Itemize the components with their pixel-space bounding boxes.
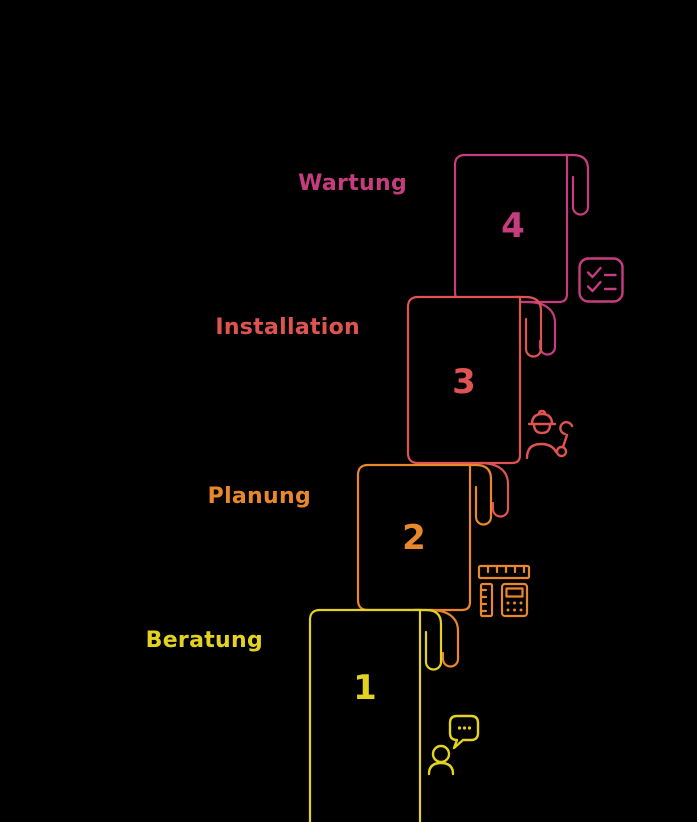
vertical-ruler — [479, 582, 494, 618]
scroll-bottom-curl — [428, 608, 460, 668]
scroll-shape-step-3 — [406, 295, 543, 518]
scroll-top-curl — [462, 463, 493, 526]
calculator-buttons — [506, 601, 523, 612]
check-mark-2 — [586, 280, 602, 293]
ruler-ticks — [486, 564, 526, 574]
checklist-icon — [578, 257, 624, 303]
step-number-1: 1 — [353, 668, 377, 708]
wrench-jaw — [559, 420, 574, 436]
step-number-3: 3 — [452, 362, 476, 402]
vertical-ruler-ticks — [479, 588, 488, 613]
person-shoulders — [427, 761, 455, 776]
worker-shoulders — [525, 442, 558, 460]
calculator-screen — [505, 587, 524, 598]
scroll-top-curl — [559, 153, 590, 216]
scroll-body — [308, 608, 422, 822]
speech-bubble — [448, 714, 480, 750]
worker-wrench-icon — [525, 409, 574, 460]
person-chat-icon — [427, 714, 480, 776]
scroll-shape-step-1 — [308, 608, 443, 822]
step-label-planung: Planung — [207, 484, 311, 509]
scroll-top-curl — [412, 608, 443, 671]
wrench-ring — [555, 445, 568, 458]
step-label-wartung: Wartung — [298, 171, 407, 196]
step-label-installation: Installation — [215, 315, 360, 340]
scroll-body — [406, 295, 522, 465]
helmet-dome — [530, 412, 554, 426]
step-number-4: 4 — [501, 206, 525, 246]
check-mark-1 — [586, 266, 602, 279]
scroll-top-curl — [512, 295, 543, 358]
scroll-shape-step-2 — [356, 463, 493, 668]
worker-face — [532, 422, 552, 435]
person-head — [431, 744, 451, 764]
step-label-beratung: Beratung — [145, 628, 263, 653]
scroll-body — [356, 463, 472, 612]
step-number-2: 2 — [402, 518, 426, 558]
wrench-handle — [561, 433, 569, 449]
helmet-knob — [537, 409, 547, 416]
clipboard-outline — [578, 257, 624, 303]
ruler-calculator-icon — [477, 564, 531, 618]
horizontal-ruler — [477, 564, 531, 580]
calculator-body — [500, 582, 529, 618]
scroll-bottom-curl — [478, 461, 510, 518]
